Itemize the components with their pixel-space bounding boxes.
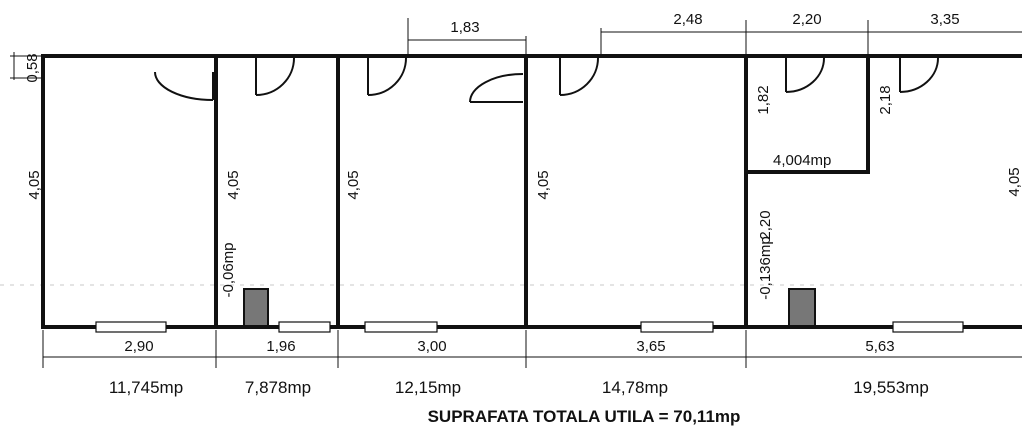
height-room3-label: 4,05: [345, 170, 362, 199]
window-room4: [640, 321, 714, 333]
dim-bottom-563-label: 5,63: [865, 338, 894, 355]
room-area-5: 19,553mp: [853, 378, 929, 397]
dim-top-183-label: 1,83: [450, 19, 479, 36]
column-left-label: -0,06mp: [220, 242, 237, 297]
column-right: [788, 288, 816, 327]
window-room2: [278, 321, 331, 333]
height-room2-label: 4,05: [225, 170, 242, 199]
dim-bottom-line: [42, 330, 1022, 368]
height-room5-label: 4,05: [1006, 167, 1022, 196]
door-room5: [899, 57, 939, 93]
total-area-label: SUPRAFATA TOTALA UTILA = 70,11mp: [428, 407, 741, 426]
closet-area-label: 4,004mp: [773, 152, 831, 169]
dim-top-183: [407, 18, 527, 56]
window-room3: [364, 321, 438, 333]
dim-top-248: [600, 28, 746, 56]
dim-wall-offset: [10, 52, 43, 80]
height-room4-label: 4,05: [535, 170, 552, 199]
dim-wall-offset-label: 0,58: [24, 53, 41, 82]
column-left: [243, 288, 269, 327]
dim-top-220-335: [745, 20, 1022, 56]
door-room3a: [367, 57, 407, 96]
room-area-1: 11,745mp: [109, 378, 183, 397]
room-area-2: 7,878mp: [245, 378, 311, 397]
column-right-label: -0,136mp: [757, 236, 774, 299]
dim-bottom-196-label: 1,96: [266, 338, 295, 355]
height-room1-label: 4,05: [26, 170, 43, 199]
window-room5: [892, 321, 964, 333]
room-area-4: 14,78mp: [602, 378, 668, 397]
closet-height-a-label: 1,82: [755, 85, 772, 114]
window-room1: [95, 321, 167, 333]
door-room2: [255, 57, 295, 96]
dim-top-335-label: 3,35: [930, 11, 959, 28]
dim-top-248-label: 2,48: [673, 11, 702, 28]
dim-top-220-label: 2,20: [792, 11, 821, 28]
door-room3b: [469, 73, 524, 103]
closet-height-b-label: 2,18: [877, 85, 894, 114]
door-room4: [559, 57, 599, 96]
lower-height-label: 2,20: [757, 210, 774, 239]
door-closet: [785, 57, 825, 93]
dim-bottom-290-label: 2,90: [124, 338, 153, 355]
dim-bottom-300-label: 3,00: [417, 338, 446, 355]
door-room1: [154, 71, 214, 101]
room-area-3: 12,15mp: [395, 378, 461, 397]
dim-bottom-365-label: 3,65: [636, 338, 665, 355]
